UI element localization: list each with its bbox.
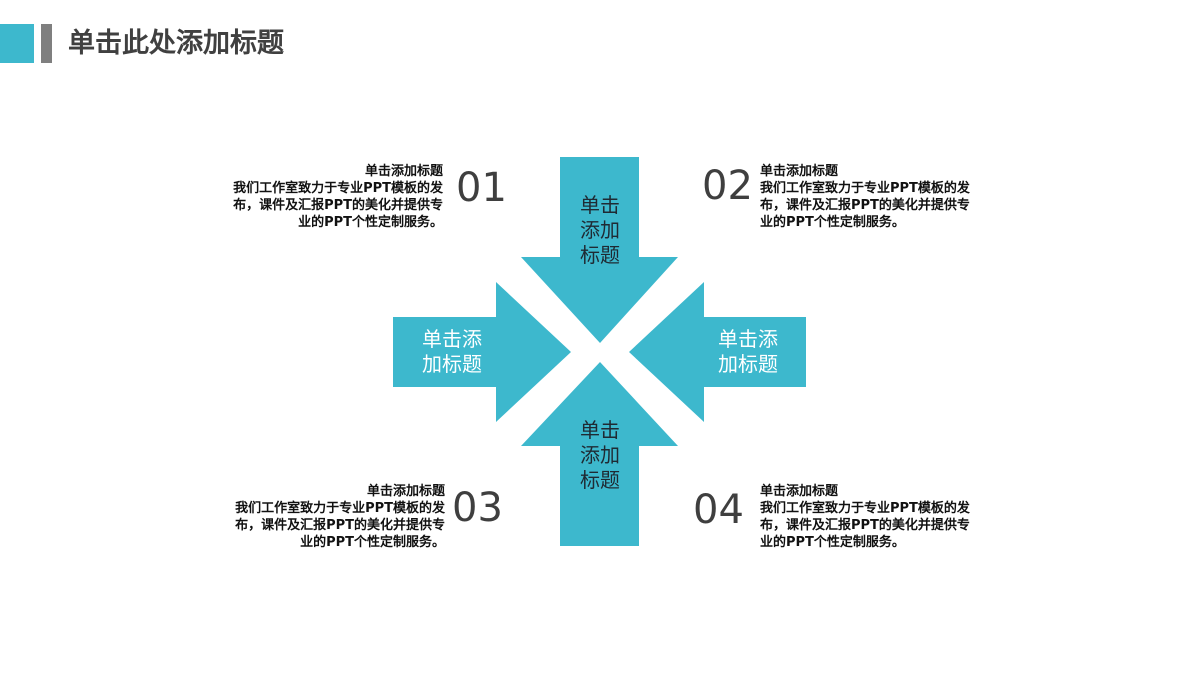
item-desc-line: 业的PPT个性定制服务。	[760, 535, 905, 550]
item-desc-line: 布，课件及汇报PPT的美化并提供专	[760, 518, 970, 533]
item-title: 单击添加标题	[760, 484, 839, 499]
item-03-text[interactable]: 单击添加标题 我们工作室致力于专业PPT模板的发 布，课件及汇报PPT的美化并提…	[235, 483, 445, 551]
item-desc-line: 布，课件及汇报PPT的美化并提供专	[760, 198, 970, 213]
item-04-number: 04	[693, 487, 744, 533]
arrow-right-shape[interactable]	[393, 282, 571, 422]
item-desc-line: 我们工作室致力于专业PPT模板的发	[235, 501, 445, 516]
header-accent-bar	[41, 24, 52, 63]
item-02-number: 02	[702, 163, 753, 209]
item-desc-line: 我们工作室致力于专业PPT模板的发	[760, 181, 970, 196]
item-04-text[interactable]: 单击添加标题 我们工作室致力于专业PPT模板的发 布，课件及汇报PPT的美化并提…	[760, 483, 970, 551]
header-accent-block	[0, 24, 34, 63]
item-desc-line: 布，课件及汇报PPT的美化并提供专	[235, 518, 445, 533]
item-title: 单击添加标题	[366, 484, 445, 499]
page-title[interactable]: 单击此处添加标题	[68, 28, 284, 59]
item-desc-line: 业的PPT个性定制服务。	[760, 215, 905, 230]
item-title: 单击添加标题	[364, 164, 443, 179]
item-title: 单击添加标题	[760, 164, 839, 179]
arrow-top-label[interactable]: 单击 添加 标题	[580, 193, 620, 267]
item-01-text[interactable]: 单击添加标题 我们工作室致力于专业PPT模板的发 布，课件及汇报PPT的美化并提…	[233, 163, 443, 231]
item-03-number: 03	[452, 485, 503, 531]
item-desc-line: 我们工作室致力于专业PPT模板的发	[233, 181, 443, 196]
arrow-left-shape[interactable]	[629, 282, 806, 422]
arrow-down-shape[interactable]	[521, 157, 678, 343]
item-01-number: 01	[456, 165, 507, 211]
item-desc-line: 业的PPT个性定制服务。	[300, 535, 445, 550]
arrow-bottom-label[interactable]: 单击 添加 标题	[580, 418, 620, 492]
item-desc-line: 布，课件及汇报PPT的美化并提供专	[233, 198, 443, 213]
arrow-left-label[interactable]: 单击添 加标题	[422, 327, 482, 376]
arrow-right-label[interactable]: 单击添 加标题	[718, 327, 778, 376]
item-desc-line: 业的PPT个性定制服务。	[298, 215, 443, 230]
item-02-text[interactable]: 单击添加标题 我们工作室致力于专业PPT模板的发 布，课件及汇报PPT的美化并提…	[760, 163, 970, 231]
item-desc-line: 我们工作室致力于专业PPT模板的发	[760, 501, 970, 516]
arrow-up-shape[interactable]	[521, 362, 678, 546]
